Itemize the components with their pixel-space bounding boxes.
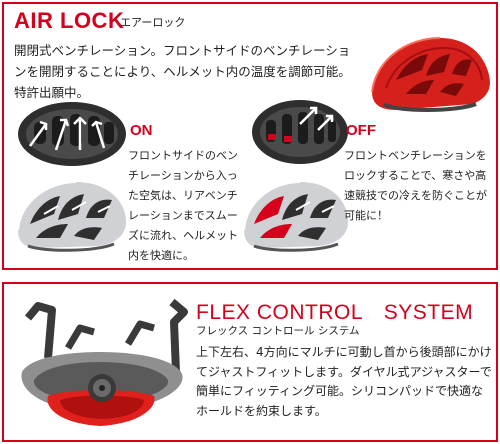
air-lock-description: 開閉式ベンチレーション。フロントサイドのベンチレーションを開閉することにより、ヘ…: [14, 43, 351, 100]
vent-icon: [268, 134, 292, 142]
airflow-arrow-icon: [299, 106, 334, 131]
off-interior-helmet-image: [252, 100, 348, 164]
off-label: OFF: [346, 122, 376, 139]
on-label: ON: [130, 122, 153, 139]
flex-control-panel: [2, 282, 498, 442]
red-helmet-image: [371, 37, 490, 112]
airflow-arrow-icon: [28, 116, 106, 151]
flex-control-description: 上下左右、4方向にマルチに可動し首から後頭部にかけてジャストフィットします。ダイ…: [196, 345, 492, 418]
air-lock-title: AIR LOCK: [14, 8, 125, 33]
flex-control-title: FLEX CONTROL SYSTEM: [196, 301, 474, 324]
on-description: フロントサイドのベンチレーションから入った空気は、リアベンチレーションまでスムー…: [128, 149, 239, 262]
on-interior-helmet-image: [18, 102, 126, 166]
air-lock-subtitle: エアーロック: [120, 16, 186, 29]
on-silver-helmet-image: [17, 181, 126, 252]
off-description: フロントベンチレーションをロックすることで、寒さや高速競技での冷えを防ぐことが可…: [344, 149, 487, 222]
flex-control-harness-image: [21, 298, 188, 426]
off-silver-helmet-image: [243, 181, 348, 252]
air-lock-panel: [2, 2, 498, 270]
flex-control-subtitle: フレックス コントロール システム: [196, 325, 360, 337]
